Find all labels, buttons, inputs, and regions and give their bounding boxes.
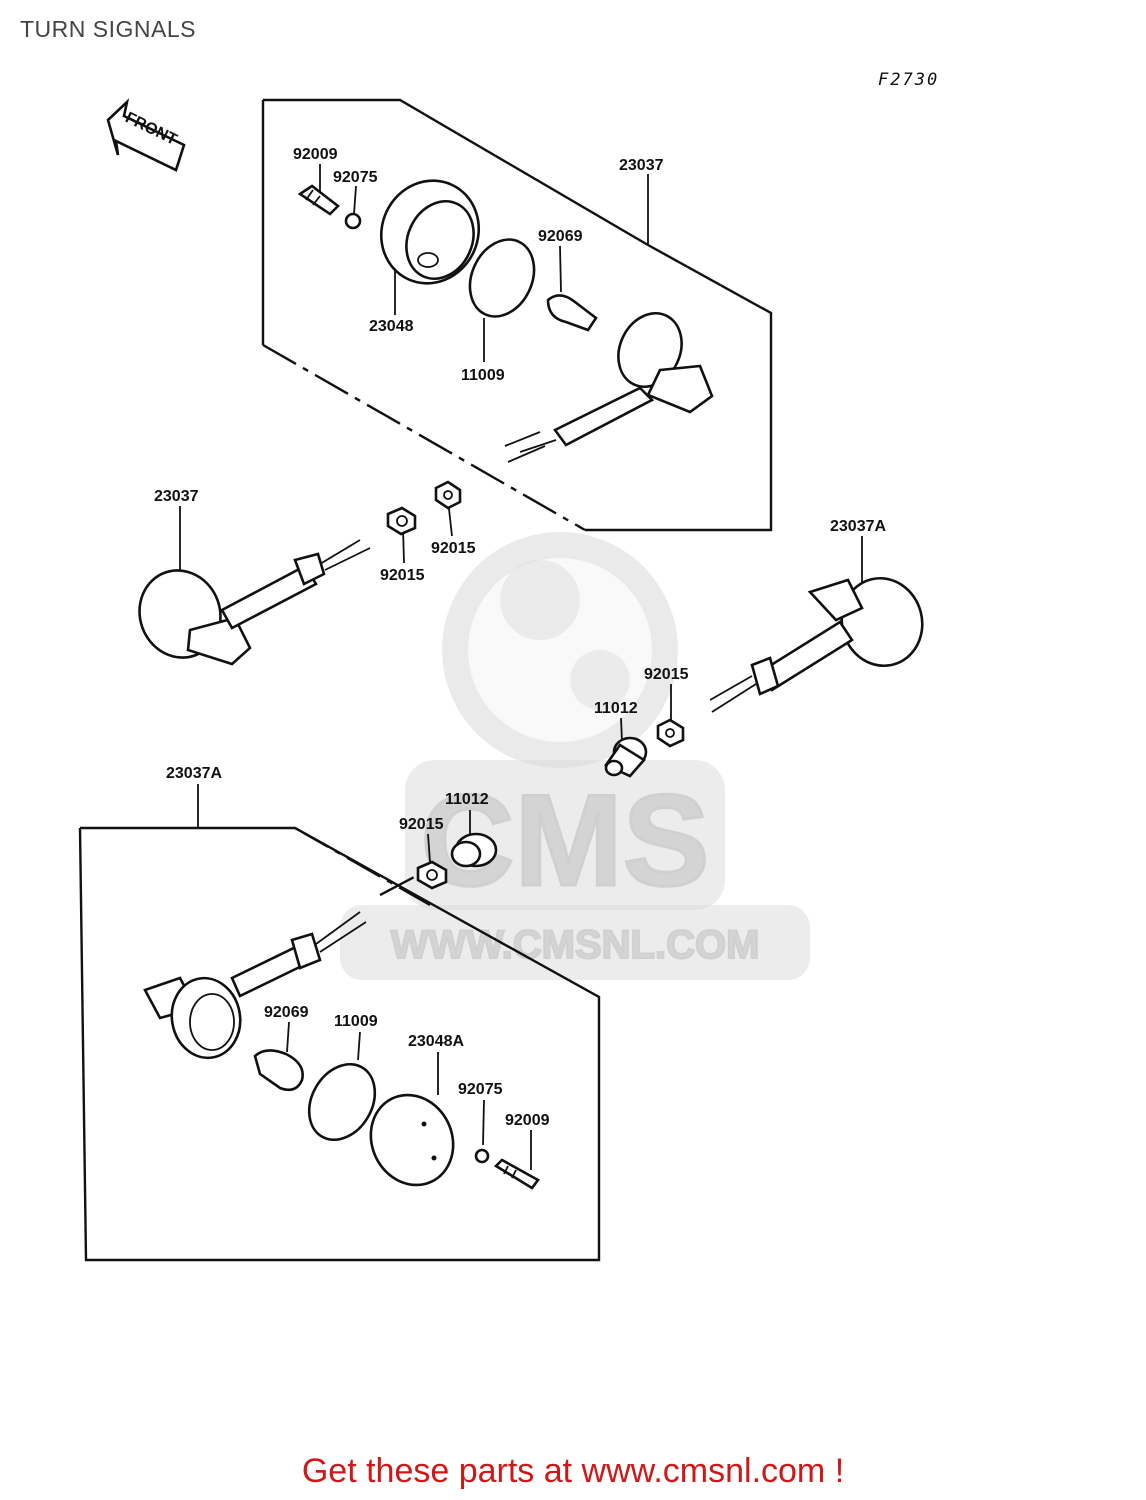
- callout-92075-a: 92075: [333, 169, 378, 186]
- leader-lines: [179, 164, 863, 1170]
- spacer-11012-a: [604, 736, 648, 778]
- callout-92015-b: 92015: [380, 567, 425, 584]
- callout-23037-top: 23037: [619, 157, 664, 174]
- callout-92015-d: 92015: [399, 816, 444, 833]
- callout-11012-a: 11012: [594, 700, 638, 717]
- callout-11009-a: 11009: [461, 367, 505, 384]
- lens-23048: [379, 179, 481, 285]
- bulb-92069-top: [546, 294, 598, 332]
- bulb-92069-bottom: [253, 1049, 304, 1092]
- callout-92015-a: 92015: [431, 540, 476, 557]
- lens-23048A: [369, 1093, 455, 1187]
- nut-92015-a: [434, 480, 462, 510]
- page-title: TURN SIGNALS: [20, 16, 196, 42]
- signal-23037-top: [504, 312, 714, 463]
- gasket-11009-bottom: [307, 1062, 377, 1142]
- screw-92009-bottom: [493, 1158, 540, 1190]
- signal-23037A-bottom: [143, 911, 367, 1060]
- callout-23048: 23048: [369, 318, 414, 335]
- callout-92075-b: 92075: [458, 1081, 503, 1098]
- callout-23037A-bottom: 23037A: [166, 765, 222, 782]
- assembly-box-top: [261, 98, 773, 532]
- callout-92069-b: 92069: [264, 1004, 309, 1021]
- signal-23037A-right: [709, 576, 924, 713]
- callout-11012-b: 11012: [445, 791, 489, 808]
- nut-92015-c: [656, 718, 685, 748]
- callout-92009-a: 92009: [293, 146, 338, 163]
- callout-11009-b: 11009: [334, 1013, 378, 1030]
- callout-92069-a: 92069: [538, 228, 583, 245]
- parts-diagram: CMS WWW.CMSNL.COM FRONT: [78, 98, 924, 1262]
- callout-23037-left: 23037: [154, 488, 199, 505]
- screw-92009-top: [297, 184, 340, 216]
- washer-92075-bottom: [474, 1148, 490, 1164]
- watermark-url: WWW.CMSNL.COM: [391, 923, 760, 967]
- callout-92015-c: 92015: [644, 666, 689, 683]
- washer-92075-top: [344, 212, 362, 230]
- callout-labels: 92009 92075 23037 92069 23048 11009 2303…: [154, 146, 886, 1129]
- spacer-11012-b: [450, 832, 498, 868]
- gasket-11009-top: [468, 238, 536, 318]
- front-arrow-icon: FRONT: [106, 98, 186, 172]
- assembly-box-bottom: [78, 826, 601, 1262]
- callout-23048A: 23048A: [408, 1033, 464, 1050]
- nut-92015-b: [386, 506, 417, 536]
- cta-link[interactable]: Get these parts at www.cmsnl.com !: [301, 1452, 845, 1490]
- diagram-code: F2730: [878, 70, 940, 90]
- nut-92015-d: [416, 860, 448, 890]
- signal-23037-left: [138, 539, 371, 666]
- watermark: CMS WWW.CMSNL.COM: [340, 532, 810, 980]
- callout-23037A-right: 23037A: [830, 518, 886, 535]
- callout-92009-b: 92009: [505, 1112, 550, 1129]
